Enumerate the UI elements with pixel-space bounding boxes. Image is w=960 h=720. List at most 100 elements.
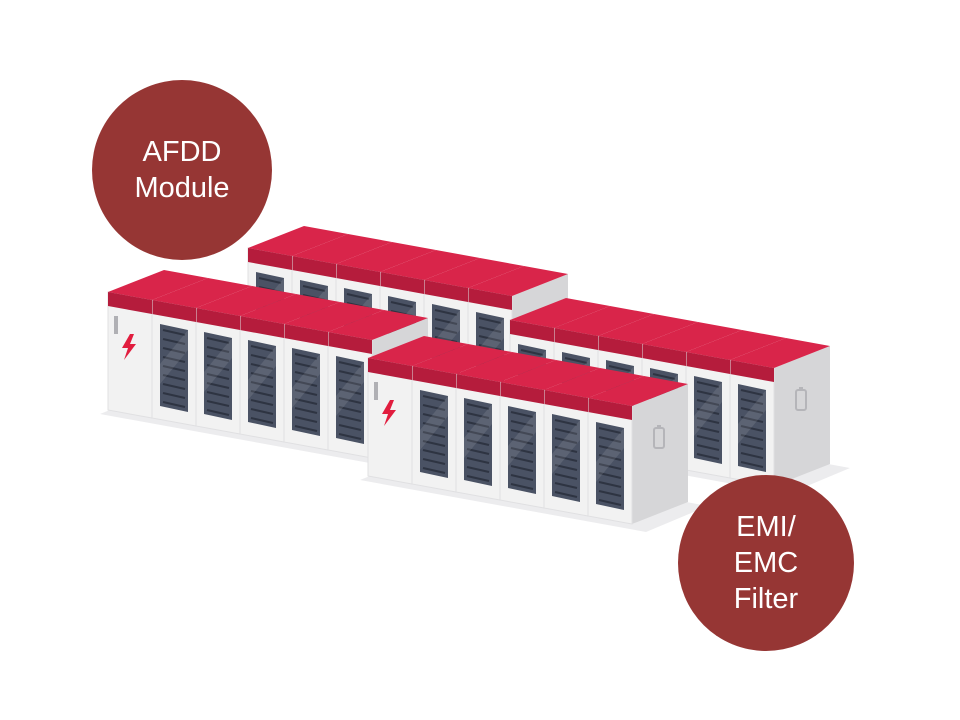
battery-cabinet <box>499 360 600 509</box>
window-glare <box>160 330 188 384</box>
window-slat <box>510 438 534 445</box>
window-slat <box>696 444 720 451</box>
window-slat <box>554 464 578 471</box>
badge-line: EMC <box>733 547 799 579</box>
window-slat <box>422 413 446 420</box>
window-slat <box>478 317 502 324</box>
cabinet-roof-lip <box>598 336 642 358</box>
lightning-bolt-icon <box>382 400 396 426</box>
window-slat <box>258 277 282 284</box>
window-slat <box>598 490 622 497</box>
window-slat <box>564 357 588 364</box>
window-slat <box>740 425 764 432</box>
cabinet-roof-lip <box>686 352 730 374</box>
window-slat <box>510 456 534 463</box>
window-slat <box>510 474 534 481</box>
battery-cabinet <box>455 352 556 501</box>
badge-line: AFDD <box>142 136 222 168</box>
window-slat <box>696 426 720 433</box>
window-glare <box>292 354 320 408</box>
badge-line: Module <box>134 172 230 204</box>
window-slat <box>466 457 490 464</box>
cabinet-roof <box>336 242 436 272</box>
cabinet-roof-lip <box>240 316 284 338</box>
window-slat <box>510 429 534 436</box>
window-glare <box>694 382 722 436</box>
window-slat <box>294 380 318 387</box>
window-slat <box>466 466 490 473</box>
window-slat <box>390 301 414 308</box>
battery-cabinet <box>685 330 786 479</box>
window-slat <box>598 445 622 452</box>
window-slat <box>162 338 186 345</box>
cabinet-roof <box>510 298 610 328</box>
window-slat <box>206 400 230 407</box>
window-slat <box>162 365 186 372</box>
window-slat <box>206 373 230 380</box>
window-slat <box>554 482 578 489</box>
window-slat <box>466 412 490 419</box>
window-glare <box>248 346 276 400</box>
window-slat <box>206 409 230 416</box>
window-slat <box>598 454 622 461</box>
window-slat <box>422 440 446 447</box>
window-slat <box>422 467 446 474</box>
cabinet-roof-lip <box>424 280 468 302</box>
window-slat <box>338 370 362 377</box>
window-slat <box>510 447 534 454</box>
window-slat <box>294 407 318 414</box>
cabinet-roof <box>544 368 644 398</box>
battery-icon-cap <box>799 387 803 390</box>
window-glare <box>596 428 624 482</box>
battery-cabinet <box>543 368 644 517</box>
window-slat <box>554 437 578 444</box>
cabinet-roof <box>686 330 786 360</box>
window-slat <box>162 392 186 399</box>
window-slat <box>598 481 622 488</box>
battery-cabinet <box>411 344 512 493</box>
cabinet-roof <box>368 336 468 366</box>
cabinet-roof-lip <box>544 390 588 412</box>
window-slat <box>478 335 502 342</box>
battery-cabinet <box>195 286 296 435</box>
window-slat <box>554 446 578 453</box>
window-slat <box>510 465 534 472</box>
window-slat <box>294 398 318 405</box>
cabinet-roof <box>456 352 556 382</box>
battery-cabinet <box>367 336 468 485</box>
window-slat <box>250 372 274 379</box>
badge-line: EMI/ <box>736 511 796 543</box>
window-slat <box>294 389 318 396</box>
battery-cabinet <box>283 302 384 451</box>
window-glare <box>464 404 492 458</box>
window-glare <box>508 412 536 466</box>
cabinet-roof <box>598 314 698 344</box>
window-slat <box>740 389 764 396</box>
window-slat <box>696 399 720 406</box>
window-slat <box>652 373 676 380</box>
window-slat <box>740 416 764 423</box>
window-slat <box>422 395 446 402</box>
cabinet-roof-lip <box>248 248 292 270</box>
window-slat <box>598 472 622 479</box>
window-slat <box>740 461 764 468</box>
lightning-bolt-icon <box>122 334 136 360</box>
cabinet-roof <box>412 344 512 374</box>
window-slat <box>554 428 578 435</box>
badge-line: Filter <box>733 583 799 615</box>
window-slat <box>466 475 490 482</box>
window-slat <box>696 390 720 397</box>
window-slat <box>598 463 622 470</box>
window-slat <box>510 483 534 490</box>
window-slat <box>250 390 274 397</box>
window-slat <box>740 434 764 441</box>
cabinet-roof-lip <box>412 366 456 388</box>
window-slat <box>422 422 446 429</box>
window-slat <box>608 365 632 372</box>
window-slat <box>422 458 446 465</box>
window-slat <box>294 362 318 369</box>
window-slat <box>206 355 230 362</box>
window-slat <box>554 455 578 462</box>
cabinet-side <box>774 346 830 486</box>
window-slat <box>250 399 274 406</box>
